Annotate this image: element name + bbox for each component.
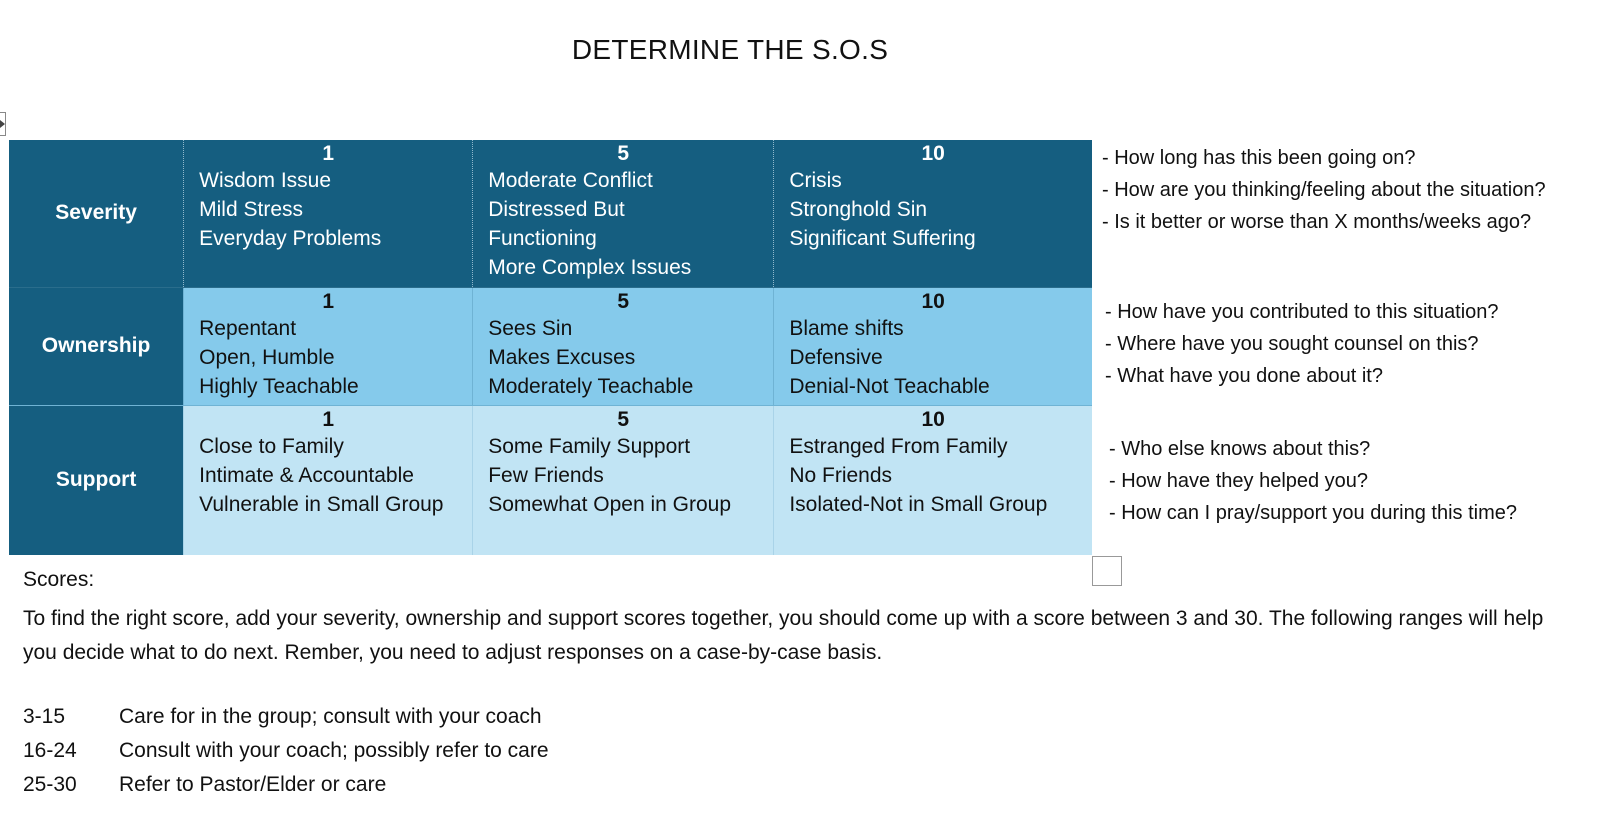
range-action: Consult with your coach; possibly refer … [119, 739, 549, 762]
cell-score: 10 [921, 289, 945, 313]
question-item: - What have you done about it? [1105, 365, 1383, 387]
question-item: - Who else knows about this? [1109, 438, 1371, 460]
question-item: - Is it better or worse than X months/we… [1102, 211, 1532, 233]
severity-row: Severity 1 Wisdom Issue Mild Stress Ever… [9, 140, 1092, 287]
cell-line: Makes Excuses [488, 345, 636, 369]
ownership-cell-5: 5 Sees Sin Makes Excuses Moderately Teac… [472, 286, 774, 405]
range-action: Refer to Pastor/Elder or care [119, 773, 387, 796]
document-title: DETERMINE THE S.O.S [571, 34, 889, 65]
cell-line: Intimate & Accountable [199, 463, 414, 487]
severity-questions: - How long has this been going on? - How… [1102, 142, 1546, 238]
cell-line: Few Friends [488, 463, 604, 487]
ownership-row: Ownership 1 Repentant Open, Humble Highl… [9, 286, 1092, 405]
cell-line: Stronghold Sin [789, 198, 928, 221]
cell-line: Distressed But [488, 198, 625, 221]
support-row: Support 1 Close to Family Intimate & Acc… [9, 404, 1092, 555]
ownership-cell-1: 1 Repentant Open, Humble Highly Teachabl… [183, 286, 473, 405]
support-questions: - Who else knows about this? - How have … [1109, 433, 1517, 529]
cell-score: 5 [617, 142, 630, 165]
severity-label: Severity [9, 140, 184, 287]
cell-line: Some Family Support [488, 434, 691, 458]
question-item: - How have you contributed to this situa… [1105, 301, 1499, 323]
cell-score: 10 [921, 407, 945, 431]
ownership-label: Ownership [9, 286, 184, 405]
table-move-handle[interactable] [0, 112, 6, 136]
cell-score: 1 [322, 142, 335, 165]
cell-line: Isolated-Not in Small Group [789, 492, 1048, 516]
range-value: 16-24 [23, 739, 77, 762]
cell-line: Somewhat Open in Group [488, 492, 732, 516]
scores-heading: Scores: [23, 568, 95, 591]
cell-line: Denial-Not Teachable [789, 374, 990, 398]
cell-line: Mild Stress [199, 198, 303, 221]
question-item: - How are you thinking/feeling about the… [1102, 179, 1546, 201]
range-value: 3-15 [23, 705, 66, 728]
cell-line: Wisdom Issue [199, 169, 332, 192]
cell-line: Sees Sin [488, 316, 573, 340]
cell-score: 5 [617, 289, 630, 313]
support-label: Support [9, 404, 184, 555]
cell-line: Estranged From Family [789, 434, 1008, 458]
cell-score: 10 [921, 142, 945, 165]
cell-line: Everyday Problems [199, 227, 382, 250]
ownership-questions: - How have you contributed to this situa… [1105, 296, 1499, 392]
instructions-paragraph: To find the right score, add your severi… [23, 607, 1544, 664]
cell-line: Highly Teachable [199, 374, 359, 398]
cell-line: Open, Humble [199, 345, 335, 369]
cell-score: 1 [322, 407, 335, 431]
cell-line: Functioning [488, 227, 597, 250]
cell-line: Vulnerable in Small Group [199, 492, 444, 516]
question-item: - How can I pray/support you during this… [1109, 502, 1517, 524]
score-ranges: 3-15 Care for in the group; consult with… [23, 700, 549, 802]
severity-cell-5: 5 Moderate Conflict Distressed But Funct… [472, 140, 774, 287]
cell-line: Defensive [789, 345, 883, 369]
cell-line: Moderate Conflict [488, 169, 653, 192]
range-row: 25-30 Refer to Pastor/Elder or care [23, 768, 549, 802]
cell-line: Close to Family [199, 434, 344, 458]
cell-line: More Complex Issues [488, 256, 692, 279]
cell-line: Significant Suffering [789, 227, 976, 250]
cell-score: 1 [322, 289, 335, 313]
question-item: - How long has this been going on? [1102, 147, 1416, 169]
ownership-cell-10: 10 Blame shifts Defensive Denial-Not Tea… [773, 286, 1092, 405]
question-item: - Where have you sought counsel on this? [1105, 333, 1479, 355]
sos-table: Severity 1 Wisdom Issue Mild Stress Ever… [9, 140, 1092, 555]
cell-line: No Friends [789, 463, 893, 487]
range-row: 16-24 Consult with your coach; possibly … [23, 734, 549, 768]
support-cell-10: 10 Estranged From Family No Friends Isol… [773, 404, 1092, 555]
range-action: Care for in the group; consult with your… [119, 705, 542, 728]
range-row: 3-15 Care for in the group; consult with… [23, 700, 549, 734]
cell-line: Moderately Teachable [488, 374, 694, 398]
severity-cell-1: 1 Wisdom Issue Mild Stress Everyday Prob… [183, 140, 473, 287]
cell-line: Blame shifts [789, 316, 904, 340]
question-item: - How have they helped you? [1109, 470, 1369, 492]
cell-score: 5 [617, 407, 630, 431]
range-value: 25-30 [23, 773, 77, 796]
severity-cell-10: 10 Crisis Stronghold Sin Significant Suf… [773, 140, 1092, 287]
table-resize-handle[interactable] [1092, 556, 1122, 586]
support-cell-5: 5 Some Family Support Few Friends Somewh… [472, 404, 774, 555]
support-cell-1: 1 Close to Family Intimate & Accountable… [183, 404, 473, 555]
cell-line: Crisis [789, 169, 842, 192]
cell-line: Repentant [199, 316, 297, 340]
